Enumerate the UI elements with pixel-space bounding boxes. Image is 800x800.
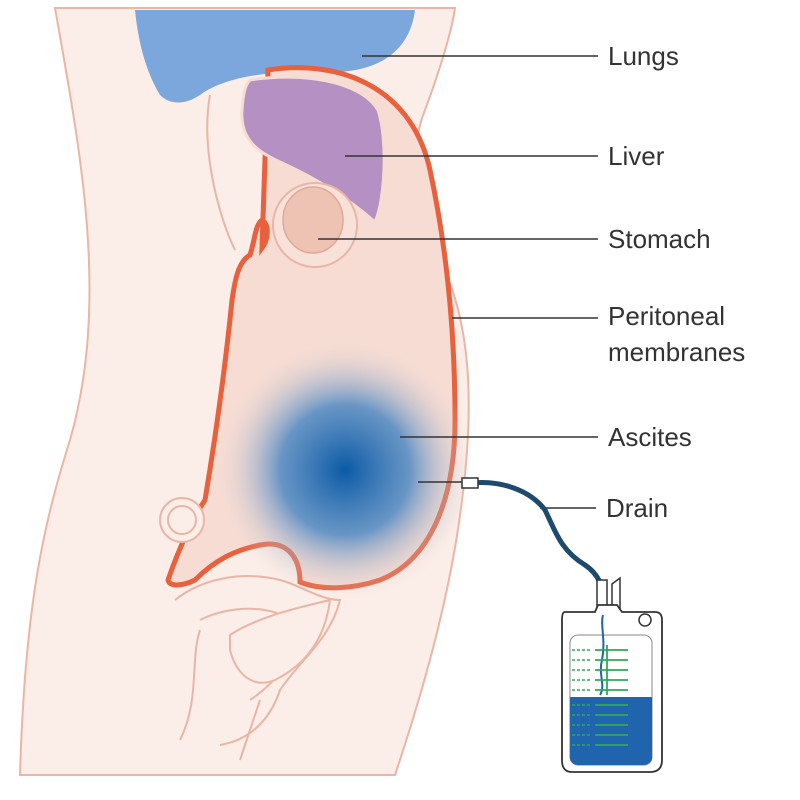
label-liver: Liver: [608, 141, 665, 171]
label-ascites: Ascites: [608, 422, 692, 452]
bowel-loop: [159, 497, 205, 543]
label-drain: Drain: [606, 493, 669, 523]
label-peritoneal-line2: membranes: [608, 337, 746, 367]
bowel-loop-inner: [167, 505, 197, 535]
drain-connector: [461, 477, 479, 489]
ascites-fluid: [215, 340, 475, 600]
drain-tube[interactable]: [469, 479, 606, 603]
torso-inner-line: [206, 94, 236, 251]
stomach-inner: [282, 186, 344, 254]
leader-lines: [318, 55, 598, 509]
liver-shape: [240, 75, 386, 225]
bladder: [229, 598, 332, 684]
drainage-bag[interactable]: [561, 576, 663, 773]
label-stomach: Stomach: [608, 224, 711, 254]
label-peritoneal-line1: Peritoneal: [608, 301, 726, 331]
lungs-shape: [135, 10, 415, 103]
label-lungs: Lungs: [608, 41, 679, 71]
